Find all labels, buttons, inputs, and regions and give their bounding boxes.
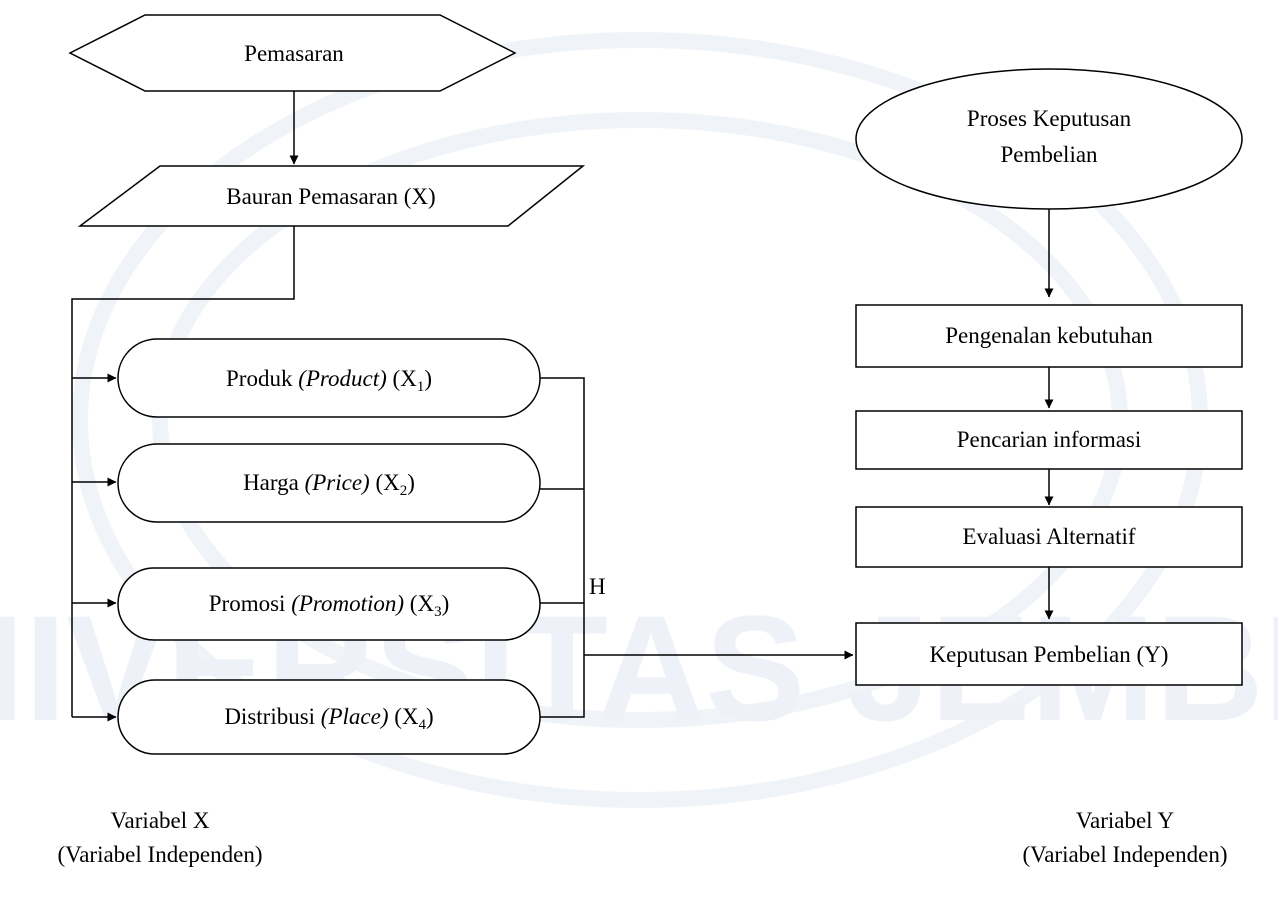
marketing-hexagon xyxy=(68,14,517,92)
step3-box xyxy=(855,506,1243,568)
step1-box xyxy=(855,304,1243,368)
mix-to-bus-connector xyxy=(71,226,295,717)
marketing-mix-parallelogram xyxy=(77,165,586,227)
decision-box xyxy=(855,622,1243,686)
process-label-line2: Pembelian xyxy=(1000,142,1098,167)
process-ellipse xyxy=(855,68,1243,210)
x1-label: Produk (Product) (X1) xyxy=(226,366,432,395)
step2-label: Pencarian informasi xyxy=(957,427,1142,452)
footer-left-line2: (Variabel Independen) xyxy=(58,842,263,867)
hypothesis-bracket xyxy=(540,377,585,718)
decision-label: Keputusan Pembelian (Y) xyxy=(930,642,1169,667)
step1-label: Pengenalan kebutuhan xyxy=(945,323,1153,348)
x3-terminator xyxy=(117,567,541,641)
x3-label: Promosi (Promotion) (X3) xyxy=(209,591,450,620)
hypothesis-label: H xyxy=(589,574,606,599)
process-label-line1: Proses Keputusan xyxy=(967,106,1132,131)
footer-right-line2: (Variabel Independen) xyxy=(1023,842,1228,867)
step2-box xyxy=(855,410,1243,470)
marketing-mix-label: Bauran Pemasaran (X) xyxy=(226,184,435,209)
marketing-label: Pemasaran xyxy=(244,41,344,66)
footer-left-line1: Variabel X xyxy=(111,808,210,833)
footer-right-line1: Variabel Y xyxy=(1076,808,1175,833)
x4-label: Distribusi (Place) (X4) xyxy=(224,704,433,733)
x2-terminator xyxy=(117,443,541,523)
x2-label: Harga (Price) (X2) xyxy=(243,470,415,499)
step3-label: Evaluasi Alternatif xyxy=(962,524,1135,549)
